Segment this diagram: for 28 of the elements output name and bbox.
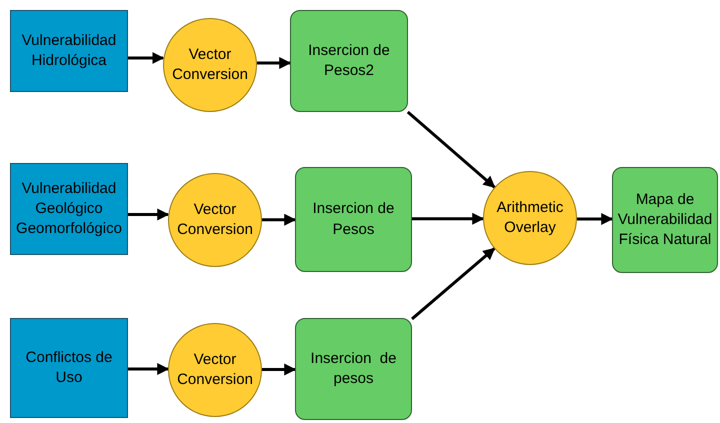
node-label: Insercion de Pesos2 [307,40,391,81]
input-box [10,163,128,255]
input-box [10,318,128,418]
output-box [612,167,718,273]
arrow [262,214,296,226]
node-label: Vulnerabilidad Hidrológica [20,30,118,71]
node-label: Conflictos de Uso [24,348,114,388]
arrow [257,57,292,69]
output-box [290,10,408,112]
node-label: Insercion de pesos [310,348,398,389]
node-label: Mapa de Vulnerabilidad Física Natural [616,190,714,250]
arrow [262,364,296,376]
output-box [295,167,412,272]
output-box [295,318,412,420]
node-label: Vulnerabilidad Geológico Geomorfológico [15,178,123,240]
node-label: Vector Conversion [176,350,254,390]
arrow [128,52,164,64]
arrow [406,110,496,188]
node-label: Vector Conversion [176,200,254,240]
arrow [577,213,614,225]
arrow [411,247,496,320]
arrow [128,208,170,220]
arrow [412,212,484,225]
node-label: Vector Conversion [171,44,249,85]
arrow [128,363,170,375]
input-box [10,10,128,92]
node-label: Arithmetic Overlay [496,198,564,238]
node-label: Insercion de Pesos [312,199,396,240]
